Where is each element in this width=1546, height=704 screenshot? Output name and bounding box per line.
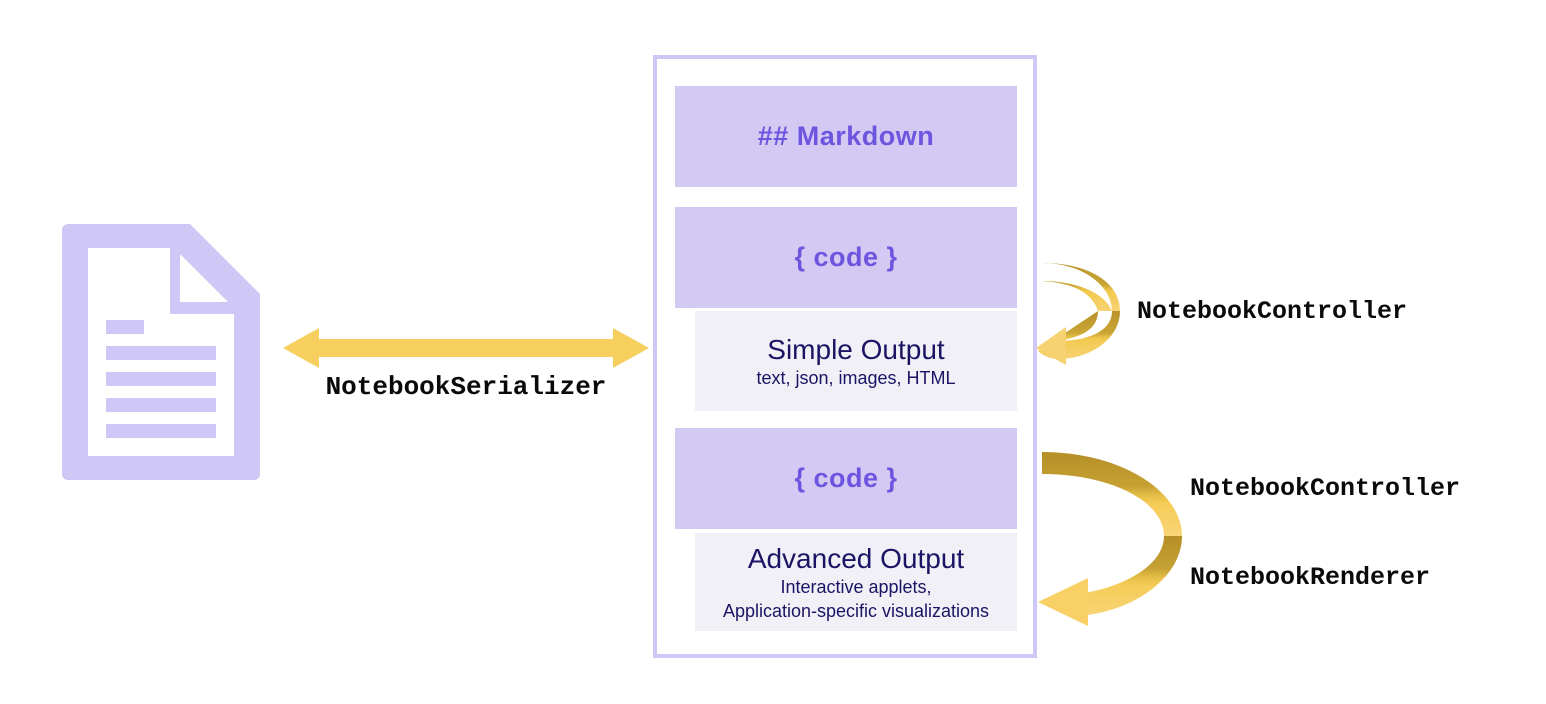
serializer-annotation: NotebookSerializer <box>283 326 649 426</box>
advanced-output-subtitle-line2: Application-specific visualizations <box>722 601 990 622</box>
simple-output-subtitle: text, json, images, HTML <box>756 367 956 388</box>
notebook-file-icon-svg <box>62 224 260 480</box>
doc-line-5 <box>106 424 216 438</box>
doc-line-1 <box>106 320 144 334</box>
markdown-cell-label: ## Markdown <box>757 121 935 151</box>
curved-arrow-top-head <box>1036 327 1066 365</box>
doc-folded-corner <box>180 254 228 302</box>
simple-output-title: Simple Output <box>767 333 945 365</box>
advanced-output-block: Advanced Output Interactive applets, App… <box>695 533 1017 631</box>
simple-output-block: Simple Output text, json, images, HTML <box>695 311 1017 411</box>
notebook-container: ## Markdown { code } Simple Output text,… <box>653 55 1037 658</box>
code-cell-1[interactable]: { code } <box>675 207 1017 308</box>
curved-arrow-bottom-icon <box>1038 452 1182 626</box>
curved-arrow-bottom-upper <box>1042 452 1182 536</box>
doc-line-4 <box>106 398 216 412</box>
curved-arrow-top-upper <box>1042 263 1120 311</box>
advanced-output-subtitle-line1: Interactive applets, <box>780 576 932 597</box>
notebook-file-icon <box>62 224 260 480</box>
markdown-cell[interactable]: ## Markdown <box>675 86 1017 187</box>
label-notebook-controller-bottom: NotebookController <box>1190 474 1461 503</box>
code-cell-1-label: { code } <box>794 242 898 272</box>
double-arrow-shape <box>283 328 649 368</box>
code-cell-2[interactable]: { code } <box>675 428 1017 529</box>
doc-line-3 <box>106 372 216 386</box>
doc-line-2 <box>106 346 216 360</box>
curved-arrow-top-icon <box>1036 263 1120 365</box>
curved-arrow-bottom-lower <box>1076 536 1182 616</box>
double-headed-arrow-icon <box>283 328 649 368</box>
label-notebook-renderer: NotebookRenderer <box>1190 563 1431 592</box>
advanced-output-title: Advanced Output <box>747 542 965 574</box>
serializer-label: NotebookSerializer <box>325 372 607 402</box>
code-cell-2-label: { code } <box>794 463 898 493</box>
label-notebook-controller-top: NotebookController <box>1137 297 1408 326</box>
curved-arrow-bottom-head <box>1038 578 1088 626</box>
